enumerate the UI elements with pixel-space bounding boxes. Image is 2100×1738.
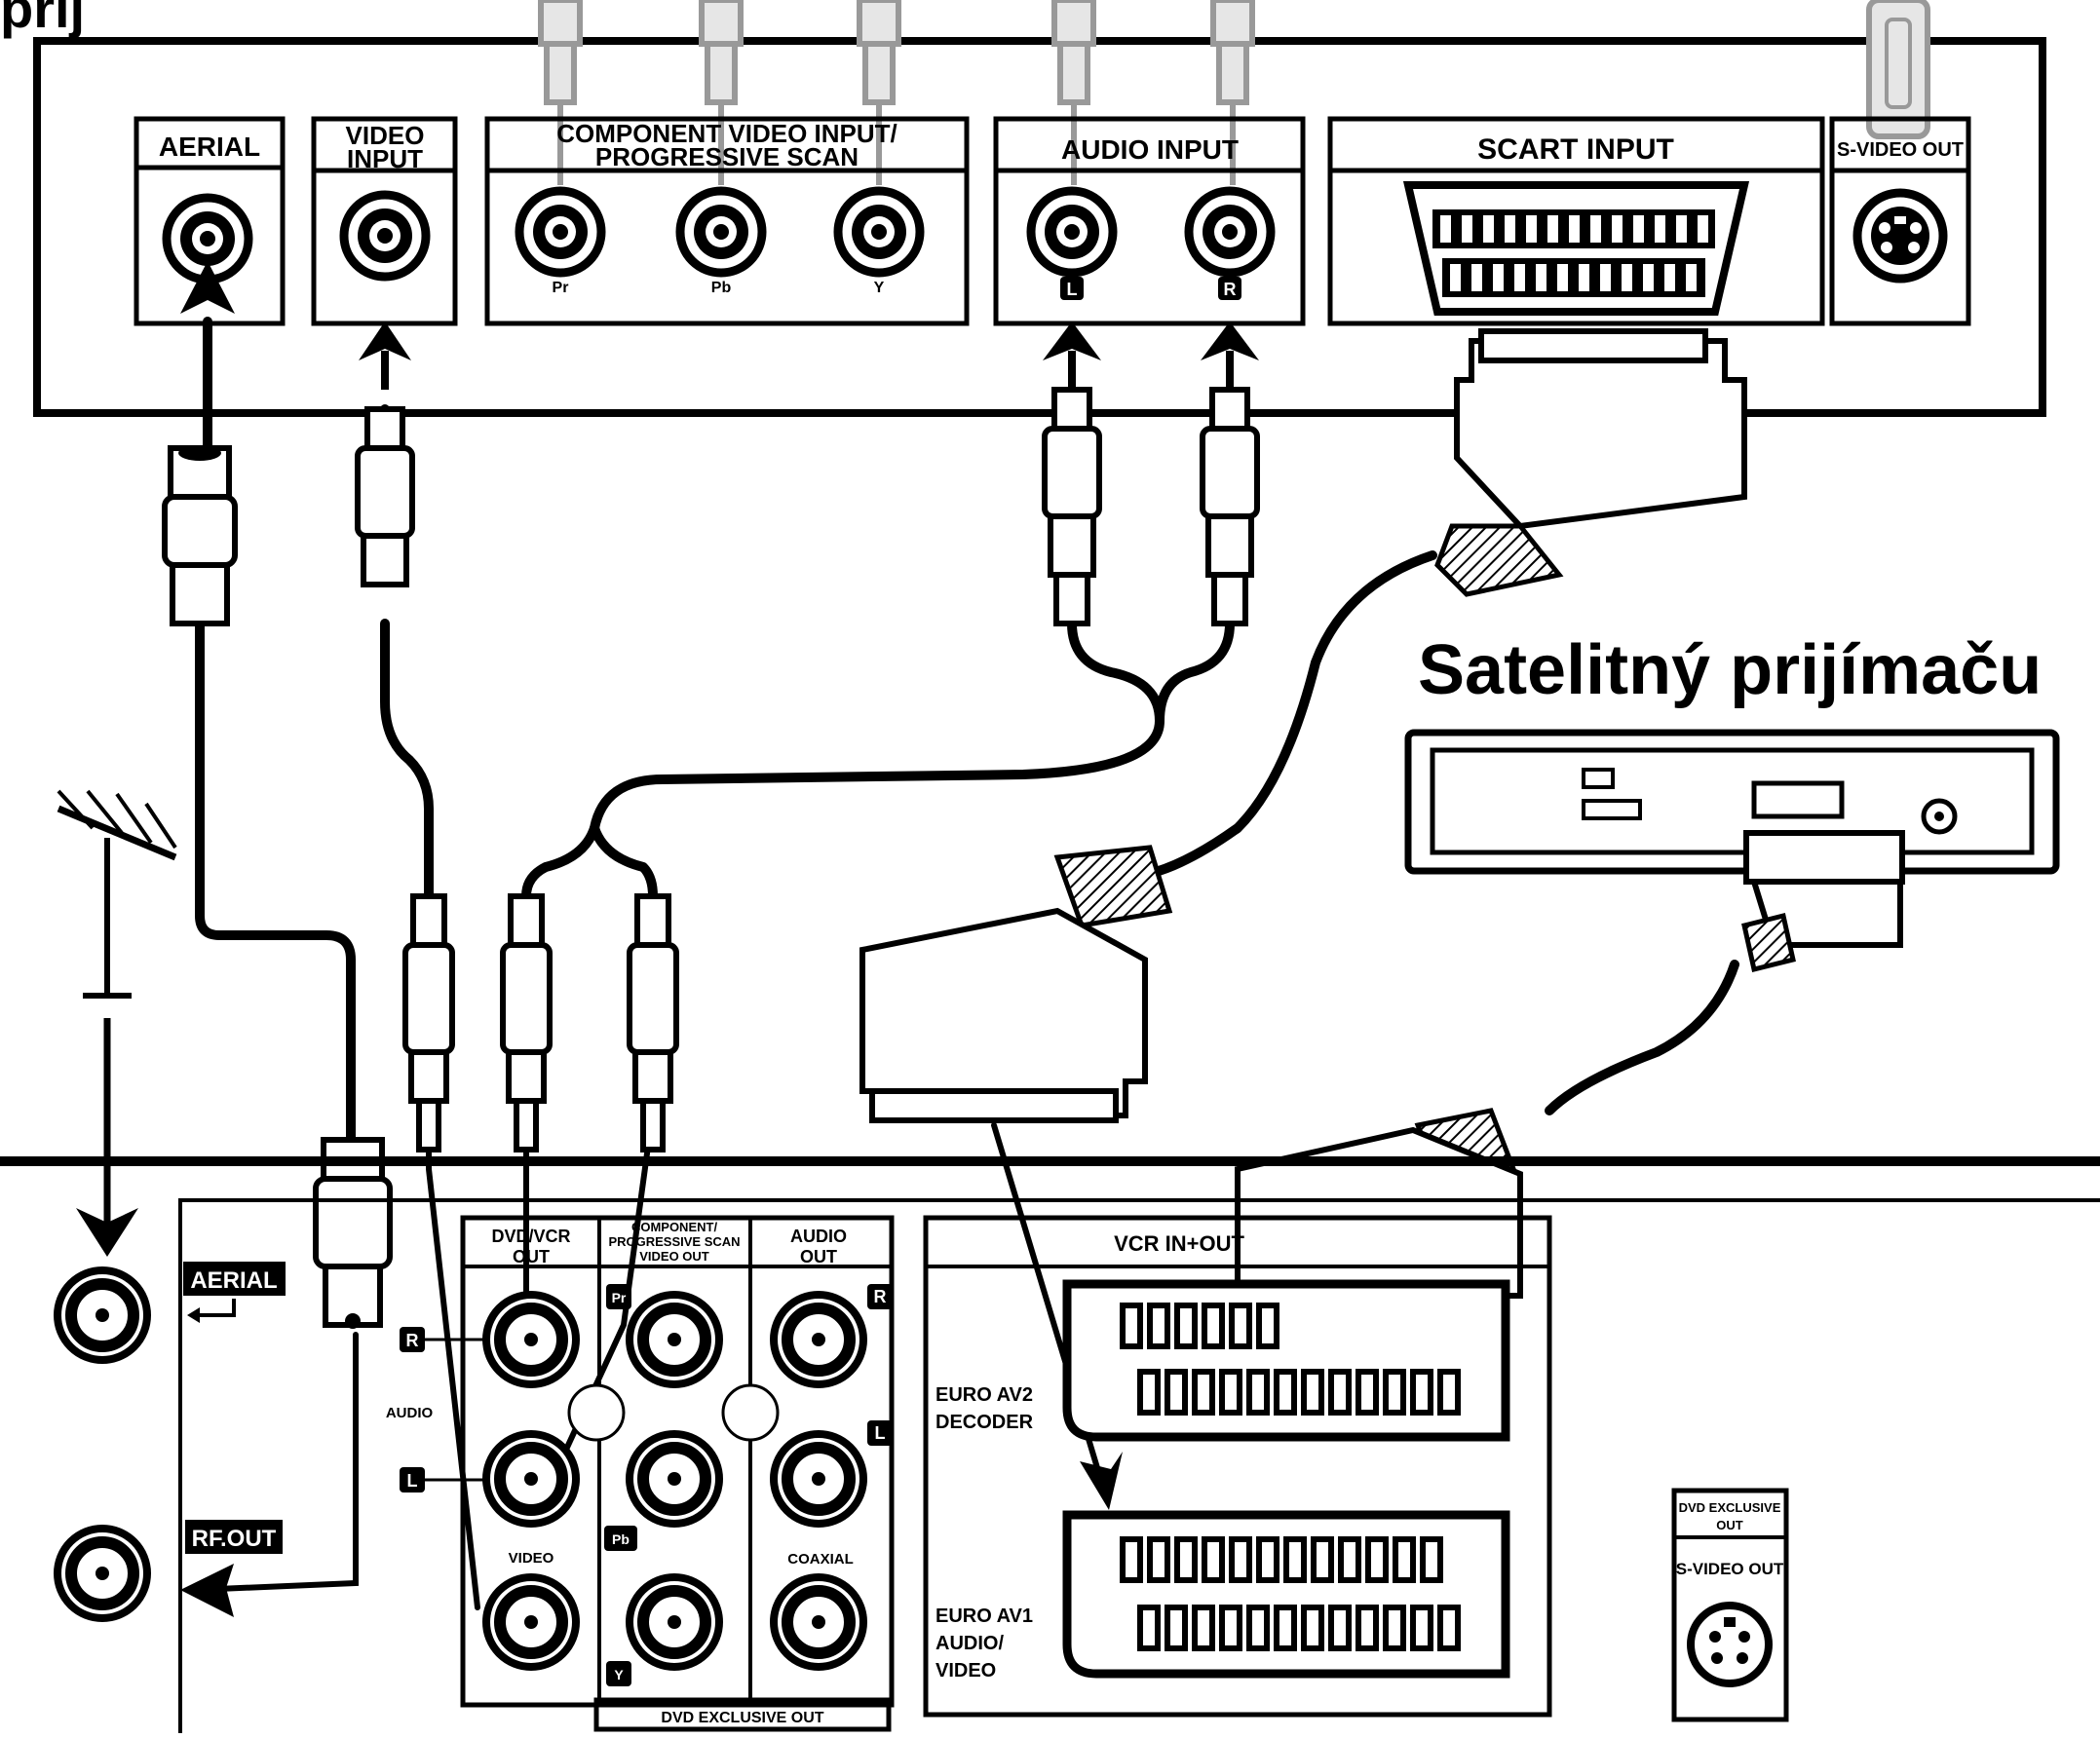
mid-scart-plug [859,845,1173,1123]
top-panel-frame [33,37,2046,417]
bottom-y-label: Y [614,1667,624,1682]
bottom-audio-out-2: OUT [800,1247,837,1266]
euro-av2-scart-socket[interactable] [1062,1279,1510,1442]
bottom-vcr-in-out-label: VCR IN+OUT [1114,1231,1244,1256]
tv-component-pr-jack[interactable] [519,191,601,273]
satellite-scart-plug [1741,830,1905,973]
bottom-rf-out-label: RF.OUT [192,1526,277,1552]
bottom-audio-label: AUDIO [386,1405,434,1421]
bottom-aerial-section: AERIAL RF.OUT [57,1262,286,1618]
component-pr-jack[interactable] [630,1295,719,1384]
bottom-r-label: R [406,1331,419,1350]
euro-av1-scart-socket[interactable] [1062,1510,1510,1679]
tv-video-input-label-2: INPUT [347,144,423,173]
tv-component-y-jack[interactable] [838,191,920,273]
tv-aerial-label: AERIAL [159,132,260,162]
bottom-aerial-jack[interactable] [57,1270,147,1360]
bottom-aerial-label: AERIAL [190,1267,277,1294]
audio-out-l-jack[interactable] [774,1434,863,1524]
tv-svideo-jack[interactable] [1852,188,1948,283]
tv-component-pb-jack[interactable] [680,191,762,273]
audio-out-r-jack[interactable] [774,1295,863,1384]
dvd-vcr-out-audio-r-jack[interactable] [486,1295,576,1384]
antenna-icon [57,789,177,999]
bottom-rf-out-jack[interactable] [57,1529,147,1618]
dvd-vcr-out-audio-l-jack[interactable] [486,1434,576,1524]
tv-svideo-label: S-VIDEO OUT [1837,139,1964,161]
coaxial-jack[interactable] [774,1577,863,1667]
bottom-audio-out-r-label: R [874,1287,887,1306]
bottom-video-label: VIDEO [509,1550,554,1567]
bottom-component-out-3: VIDEO OUT [639,1249,709,1264]
tv-scart-input-label: SCART INPUT [1477,133,1674,166]
bottom-svideo-section: DVD EXCLUSIVE OUT S-VIDEO OUT [1671,1488,1789,1722]
tv-component-section: COMPONENT VIDEO INPUT/ PROGRESSIVE SCAN … [484,116,970,326]
dvd-vcr-out-video-jack[interactable] [486,1577,576,1667]
component-y-jack[interactable] [630,1577,719,1667]
tv-component-label-2: PROGRESSIVE SCAN [595,142,859,171]
bottom-euro-av1-1: EURO AV1 [935,1606,1033,1627]
tv-audio-l-jack[interactable] [1031,191,1113,273]
bottom-dvd-exclusive-small-2: OUT [1716,1518,1743,1532]
satellite-title: Satelitný prijímaču [1418,631,2042,709]
bottom-component-out-2: PROGRESSIVE SCAN [608,1234,740,1249]
bottom-dvd-exclusive-small-1: DVD EXCLUSIVE [1679,1500,1781,1515]
tv-y-label: Y [874,280,885,296]
bottom-pb-label: Pb [612,1531,630,1547]
component-pb-jack[interactable] [630,1434,719,1524]
tv-video-input-section: VIDEO INPUT [311,116,458,326]
bottom-euro-av2-2: DECODER [935,1412,1034,1433]
satellite-receiver [1404,729,2060,875]
tv-video-input-jack[interactable] [344,195,426,277]
tv-audio-input-label: AUDIO INPUT [1061,134,1239,165]
satellite-section: Satelitný prijímaču [1404,631,2060,875]
bottom-audio-out-l-label: L [875,1423,886,1443]
tv-pb-label: Pb [711,280,732,296]
bottom-audio-out-1: AUDIO [790,1227,847,1246]
tv-scart-plug [1434,328,1747,597]
bottom-euro-av2-1: EURO AV2 [935,1384,1033,1406]
title-fragment: prij [0,0,85,39]
bottom-dvd-vcr-out-2: OUT [513,1247,550,1266]
bottom-dvd-exclusive-label: DVD EXCLUSIVE OUT [661,1710,823,1726]
bottom-euro-av1-2: AUDIO/ [935,1633,1004,1654]
bottom-dvd-vcr-out-1: DVD/VCR [491,1227,570,1246]
bottom-euro-av1-3: VIDEO [935,1660,996,1681]
tv-audio-r-jack[interactable] [1189,191,1271,273]
bottom-device: AERIAL RF.OUT DVD/VCR OUT COMPONENT/ PRO… [0,1156,2100,1733]
tv-pr-label: Pr [553,280,569,296]
tv-svideo-section: S-VIDEO OUT [1829,116,1971,326]
tv-audio-l-label: L [1067,280,1078,299]
bottom-av-section: DVD/VCR OUT COMPONENT/ PROGRESSIVE SCAN … [386,1215,895,1732]
bottom-pr-label: Pr [612,1290,627,1305]
bottom-l-label: L [407,1471,418,1491]
bottom-component-out-1: COMPONENT/ [631,1220,718,1234]
tv-scart-socket[interactable] [1402,181,1750,316]
plugs [162,328,1905,1338]
arrows [76,261,1259,1257]
bottom-svideo-jack[interactable] [1687,1602,1773,1687]
bottom-vcr-scart-section: VCR IN+OUT EURO AV2 DECODER EURO AV1 AUD… [923,1215,1552,1718]
tv-audio-input-section: AUDIO INPUT L R [993,116,1306,326]
bottom-svideo-label: S-VIDEO OUT [1676,1560,1784,1578]
top-grey-plugs [538,0,1930,185]
top-panel: AERIAL VIDEO INPUT COMPONENT VIDEO INPUT… [33,0,2046,417]
tv-aerial-section: AERIAL [134,116,286,326]
bottom-coaxial-label: COAXIAL [787,1551,854,1568]
tv-video-input-label-1: VIDEO [346,121,425,150]
tv-audio-r-label: R [1224,280,1237,299]
tv-scart-input-section: SCART INPUT [1327,116,1825,326]
tv-component-label-1: COMPONENT VIDEO INPUT/ [556,119,897,148]
